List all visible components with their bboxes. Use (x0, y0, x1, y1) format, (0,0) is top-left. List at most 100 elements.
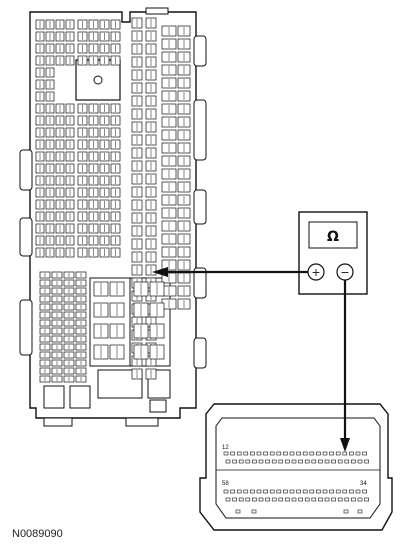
connector-pins (223, 451, 369, 514)
connector-pin (322, 489, 328, 494)
negative-terminal-label: − (340, 266, 349, 279)
connector-pin (322, 451, 328, 456)
connector-pin (235, 509, 241, 514)
pin-label-34: 34 (360, 481, 367, 487)
fuse-box-tab (193, 189, 207, 225)
connector-pin (335, 489, 341, 494)
connector-pin (343, 509, 349, 514)
connector (199, 403, 393, 531)
connector-pin (271, 497, 277, 502)
fuse-grid (35, 17, 191, 383)
fuse-box-foot (125, 417, 159, 427)
connector-pin (357, 497, 363, 502)
connector-pin (357, 459, 363, 464)
connector-inner (215, 417, 381, 519)
relay-block (75, 59, 121, 101)
connector-pin (263, 489, 268, 494)
connector-pin (278, 459, 284, 464)
connector-pin (304, 459, 310, 464)
fuse-box-tab (193, 337, 207, 369)
connector-pin (256, 451, 262, 456)
connector-pin (331, 459, 336, 464)
connector-pin (355, 451, 361, 456)
connector-pin (351, 459, 356, 464)
pin-label-58: 58 (222, 481, 229, 487)
connector-pin (329, 489, 334, 494)
connector-pin (296, 489, 301, 494)
connector-pin (236, 489, 242, 494)
fuse-box-tab (193, 99, 207, 161)
connector-pin (331, 497, 336, 502)
connector-pin (357, 509, 363, 514)
connector-pin (278, 497, 284, 502)
connector-pin (230, 489, 235, 494)
connector-pin (256, 489, 262, 494)
connector-pin (364, 497, 369, 502)
connector-pin (263, 451, 268, 456)
connector-pin (349, 489, 354, 494)
positive-lead-probe (152, 267, 168, 277)
connector-pin (271, 459, 277, 464)
connector-pin (250, 489, 255, 494)
connector-pin (289, 451, 295, 456)
positive-terminal-label: + (311, 266, 320, 279)
connector-pin (342, 489, 348, 494)
connector-pin (355, 489, 361, 494)
fuse-box-tab (19, 149, 33, 191)
connector-pin (298, 459, 303, 464)
connector-pin (296, 451, 301, 456)
connector-pin (243, 451, 249, 456)
connector-pin (276, 451, 282, 456)
connector-pin (337, 459, 343, 464)
connector-pin (258, 459, 264, 464)
connector-pin (285, 497, 290, 502)
connector-pin (223, 451, 229, 456)
fuse-box-outline (29, 11, 197, 419)
connector-pin (344, 497, 350, 502)
negative-lead-probe (340, 438, 350, 452)
connector-pin (329, 451, 334, 456)
connector-pin (316, 489, 321, 494)
connector-pin (324, 497, 330, 502)
connector-pin (302, 489, 308, 494)
relay-socket (97, 369, 143, 399)
connector-pin (309, 451, 315, 456)
connector-pin (362, 489, 367, 494)
multimeter-display (308, 221, 358, 249)
relay-socket (147, 369, 171, 399)
connector-pin (252, 459, 257, 464)
connector-pin (243, 489, 249, 494)
relay-socket (69, 385, 91, 409)
connector-pin (289, 489, 295, 494)
connector-pin (298, 497, 303, 502)
connector-pin (349, 451, 354, 456)
connector-pin (252, 497, 257, 502)
connector-outline (199, 403, 393, 531)
connector-pin (318, 497, 323, 502)
connector-pin (225, 459, 231, 464)
connector-pin (258, 497, 264, 502)
connector-pin (324, 459, 330, 464)
connector-pin (251, 509, 257, 514)
connector-pin (291, 497, 297, 502)
relay-socket (43, 385, 65, 409)
connector-pin (269, 489, 275, 494)
connector-pin (232, 497, 237, 502)
ohm-symbol: Ω (327, 229, 339, 245)
connector-pin (230, 451, 235, 456)
connector-pin (311, 497, 317, 502)
connector-pin (283, 451, 288, 456)
connector-pin (265, 459, 270, 464)
multimeter: Ω + − (298, 211, 368, 295)
connector-pin (342, 451, 348, 456)
fuse-box-tab (193, 267, 207, 299)
connector-pin (236, 451, 242, 456)
connector-pin (245, 497, 251, 502)
connector-pin (318, 459, 323, 464)
test-leads (152, 267, 350, 452)
connector-pin (302, 451, 308, 456)
relay-socket (149, 399, 167, 413)
connector-pin (337, 497, 343, 502)
fuse-box-top-notch (145, 7, 169, 15)
